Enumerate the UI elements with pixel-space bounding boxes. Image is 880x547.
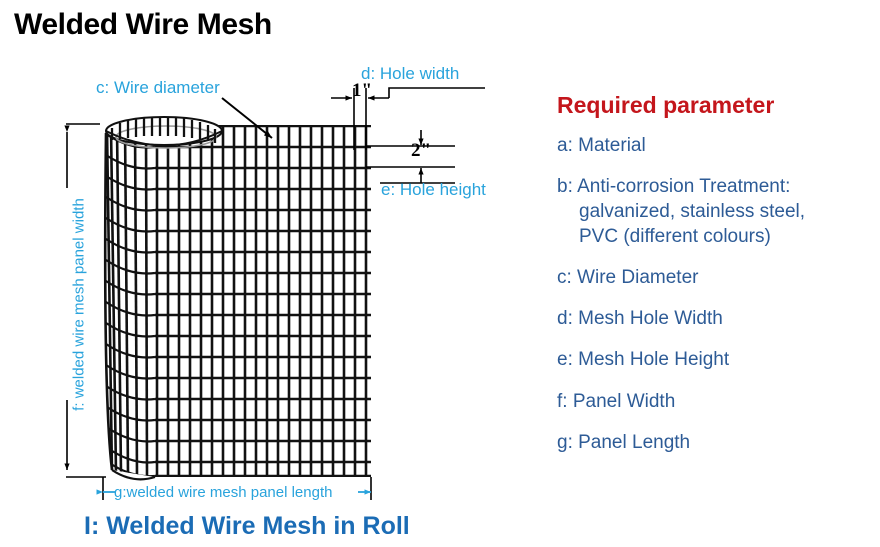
parameter-label-g: g: Panel Length xyxy=(557,431,691,453)
parameter-label-d: d: Mesh Hole Width xyxy=(557,308,723,330)
required-parameter-heading: Required parameter xyxy=(557,92,775,118)
parameter-item-b: b: Anti-corrosion Treatment: galvanized,… xyxy=(557,174,867,249)
mesh-panel xyxy=(155,125,371,477)
panel-width-dimension xyxy=(64,123,106,478)
parameter-label-b: b: Anti-corrosion Treatment: xyxy=(557,176,791,198)
parameter-item-f: f: Panel Width xyxy=(557,389,867,414)
parameter-label-a: a: Material xyxy=(557,135,646,156)
parameter-item-c: c: Wire Diameter xyxy=(557,265,867,290)
parameter-label-b-line3: PVC (different colours) xyxy=(579,226,771,248)
required-parameter-panel: Required parameter a: Material b: Anti-c… xyxy=(557,92,867,471)
annotation-hole-height: e: Hole height xyxy=(381,180,486,199)
wire-diameter-leader-arrow xyxy=(221,97,273,139)
panel-length-dimension xyxy=(96,477,372,500)
parameter-label-c: c: Wire Diameter xyxy=(557,267,699,289)
annotation-hole-width: d: Hole width xyxy=(361,64,460,83)
hole-width-dimension xyxy=(331,87,485,150)
parameter-label-b-line2: galvanized, stainless steel, xyxy=(579,201,806,223)
parameter-item-e: e: Mesh Hole Height xyxy=(557,347,867,372)
figure-caption: I: Welded Wire Mesh in Roll xyxy=(84,512,410,540)
annotation-wire-diameter: c: Wire diameter xyxy=(96,78,220,97)
annotation-panel-width: f: welded wire mesh panel width xyxy=(70,198,88,411)
roll-bottom-curve xyxy=(111,469,156,481)
roll-left-edge xyxy=(103,132,114,471)
parameter-item-d: d: Mesh Hole Width xyxy=(557,306,867,331)
page-title: Welded Wire Mesh xyxy=(14,8,272,41)
dimension-value-hole-width: 1" xyxy=(352,80,373,101)
roll-top-opening xyxy=(105,116,223,149)
annotation-panel-length: g:welded wire mesh panel length xyxy=(114,484,333,501)
parameter-item-a: a: Material xyxy=(557,133,867,158)
hole-height-dimension xyxy=(366,130,455,184)
parameter-item-g: g: Panel Length xyxy=(557,430,867,455)
mesh-roll-curved-body xyxy=(105,125,155,477)
dimension-value-hole-height: 2" xyxy=(411,140,432,161)
parameter-label-e: e: Mesh Hole Height xyxy=(557,349,730,371)
parameter-label-f: f: Panel Width xyxy=(557,390,676,412)
